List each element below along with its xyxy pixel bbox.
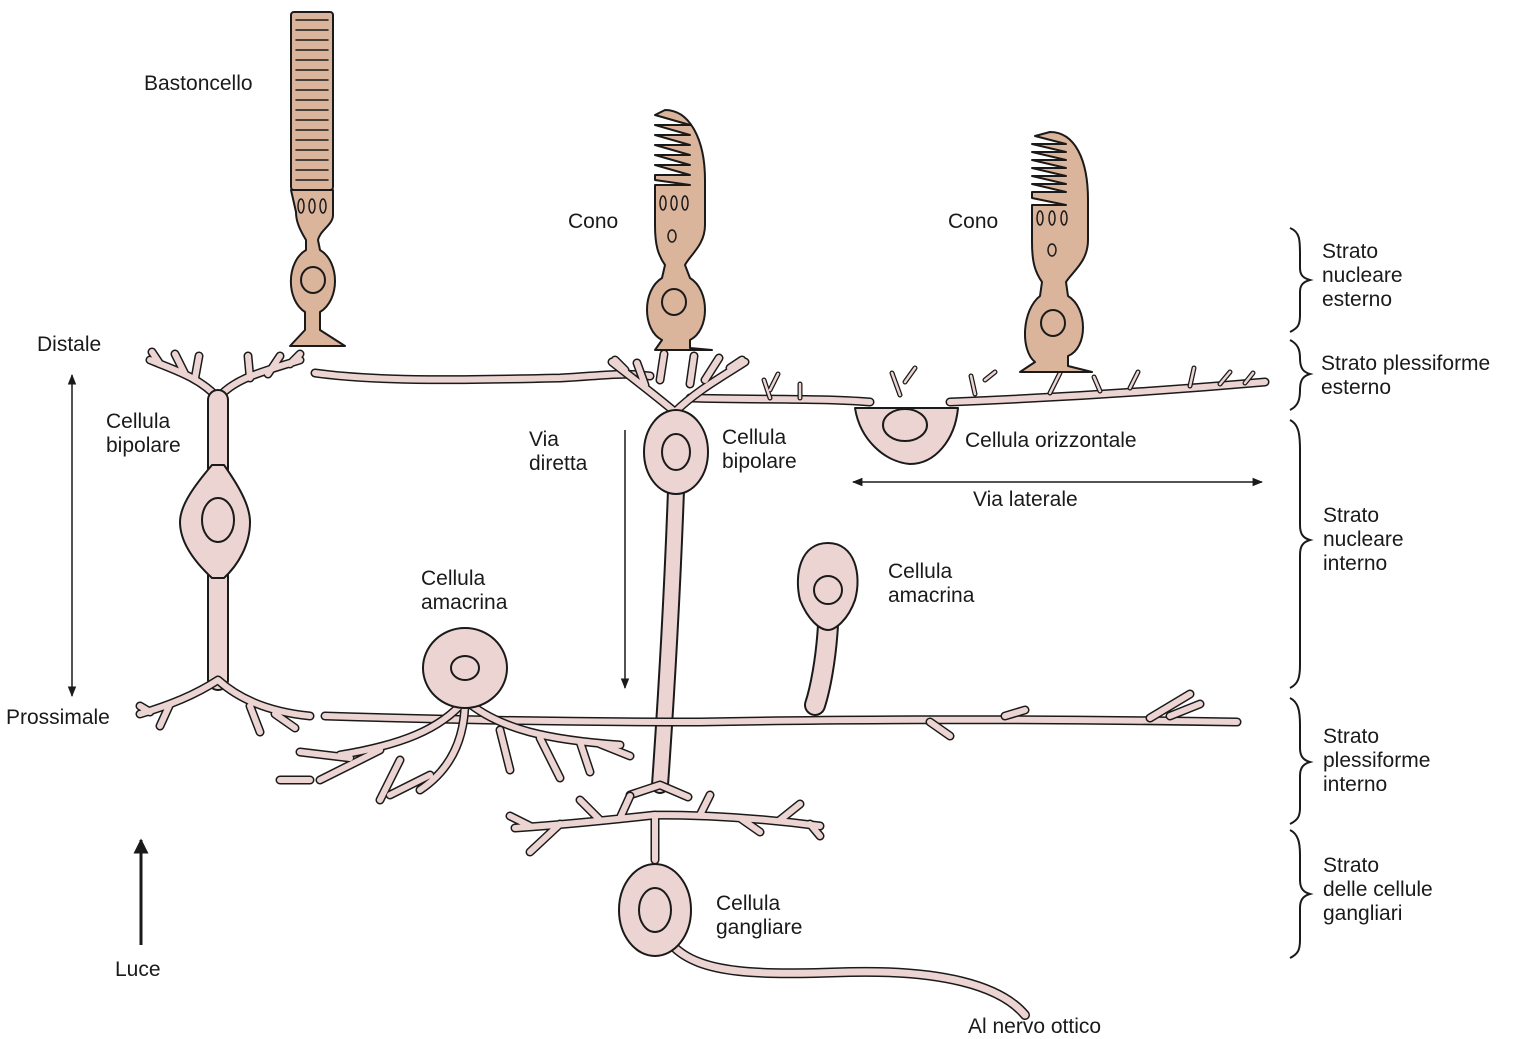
layer-outer-nuclear-label: Strato nucleare esterno <box>1322 240 1403 312</box>
bipolar-center-soma <box>644 410 708 494</box>
bipolar-left-label: Cellula bipolare <box>106 410 181 458</box>
bipolar-center-label: Cellula bipolare <box>722 426 797 474</box>
rod <box>290 12 345 346</box>
brace-outer-nuclear <box>1290 228 1310 332</box>
amacrine-left-label: Cellula amacrina <box>421 567 507 615</box>
layer-ganglion-line2: delle cellule <box>1323 878 1433 902</box>
ganglion-label-line2: gangliare <box>716 916 802 940</box>
layer-inner-nuclear-line2: nucleare <box>1323 528 1404 552</box>
direct-pathway-label-line1: Via <box>529 428 587 452</box>
layer-outer-plexiform-line1: Strato plessiforme <box>1321 352 1490 376</box>
layer-outer-nuclear-line2: nucleare <box>1322 264 1403 288</box>
optic-nerve-label: Al nervo ottico <box>968 1015 1101 1039</box>
layer-inner-nuclear-line1: Strato <box>1323 504 1404 528</box>
layer-outer-plexiform-line2: esterno <box>1321 376 1490 400</box>
amacrine-right-label-line2: amacrina <box>888 584 974 608</box>
amacrine-right-label: Cellula amacrina <box>888 560 974 608</box>
horizontal-cell-label: Cellula orizzontale <box>965 429 1137 453</box>
light-label: Luce <box>115 958 161 982</box>
layer-inner-nuclear-line3: interno <box>1323 552 1404 576</box>
brace-inner-plexiform <box>1290 698 1310 824</box>
cone-left-label: Cono <box>568 210 618 234</box>
bipolar-left-soma <box>180 465 250 578</box>
cone-left <box>647 110 712 350</box>
lateral-pathway-label: Via laterale <box>973 488 1078 512</box>
brace-outer-plexiform <box>1290 340 1310 410</box>
brace-inner-nuclear <box>1290 420 1310 688</box>
rod-label: Bastoncello <box>144 72 253 96</box>
direct-pathway-label: Via diretta <box>529 428 587 476</box>
layer-ganglion-line1: Strato <box>1323 854 1433 878</box>
layer-braces <box>1290 228 1310 958</box>
bipolar-left-label-line2: bipolare <box>106 434 181 458</box>
ganglion-soma <box>619 864 691 956</box>
distal-label: Distale <box>37 333 101 357</box>
layer-inner-plexiform-line2: plessiforme <box>1323 749 1430 773</box>
amacrine-right-label-line1: Cellula <box>888 560 974 584</box>
layer-inner-plexiform-label: Strato plessiforme interno <box>1323 725 1430 797</box>
amacrine-left-label-line2: amacrina <box>421 591 507 615</box>
amacrine-left-soma <box>423 628 507 708</box>
bipolar-center-label-line2: bipolare <box>722 450 797 474</box>
bipolar-left-label-line1: Cellula <box>106 410 181 434</box>
proximal-label: Prossimale <box>6 706 110 730</box>
ganglion-label-line1: Cellula <box>716 892 802 916</box>
amacrine-right-soma <box>798 543 858 630</box>
layer-ganglion-line3: gangliari <box>1323 902 1433 926</box>
amacrine-left-label-line1: Cellula <box>421 567 507 591</box>
bipolar-center-label-line1: Cellula <box>722 426 797 450</box>
horizontal-cell-soma <box>855 408 958 464</box>
layer-inner-plexiform-line3: interno <box>1323 773 1430 797</box>
layer-outer-nuclear-line1: Strato <box>1322 240 1403 264</box>
layer-outer-plexiform-label: Strato plessiforme esterno <box>1321 352 1490 400</box>
cone-right <box>1020 132 1092 372</box>
bipolar-center-dendrites <box>612 354 745 412</box>
cone-right-label: Cono <box>948 210 998 234</box>
layer-ganglion-label: Strato delle cellule gangliari <box>1323 854 1433 926</box>
optic-nerve-axon <box>672 945 1025 1015</box>
direct-pathway-label-line2: diretta <box>529 452 587 476</box>
layer-outer-nuclear-line3: esterno <box>1322 288 1403 312</box>
ganglion-label: Cellula gangliare <box>716 892 802 940</box>
layer-inner-nuclear-label: Strato nucleare interno <box>1323 504 1404 576</box>
brace-ganglion <box>1290 830 1310 958</box>
layer-inner-plexiform-line1: Strato <box>1323 725 1430 749</box>
